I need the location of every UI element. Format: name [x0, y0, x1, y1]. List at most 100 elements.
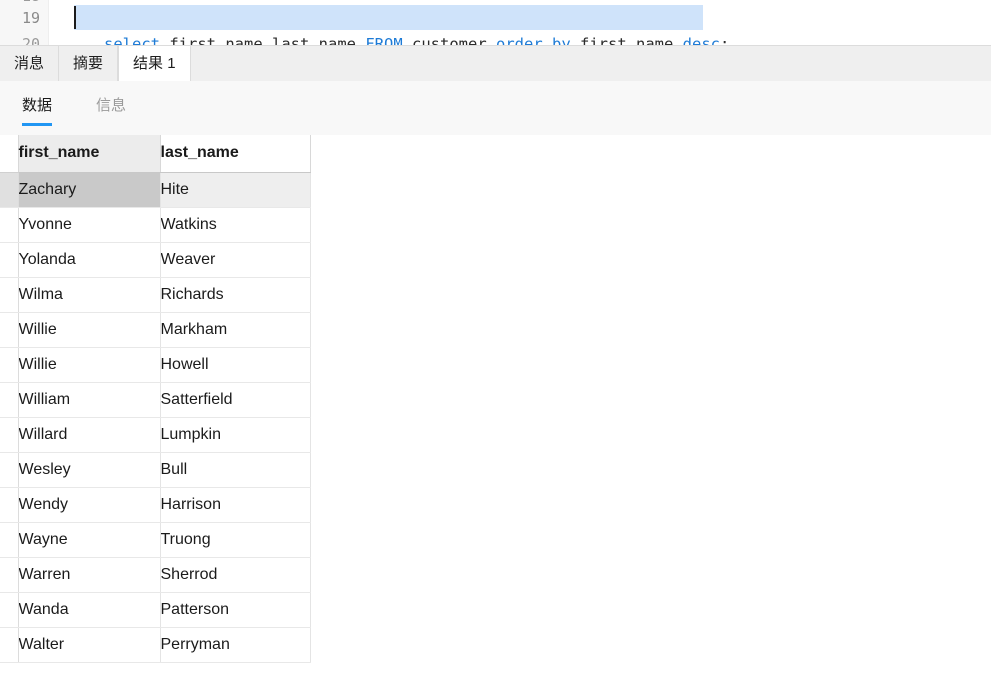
cell-value: Weaver [160, 250, 216, 268]
cell-value: Markham [160, 320, 228, 338]
table-cell-last_name[interactable]: Patterson [160, 592, 311, 628]
cell-value: Sherrod [160, 565, 218, 583]
sql-editor[interactable]: 18 19 20 select first_name,last_name FRO… [0, 0, 991, 45]
table-row[interactable]: Wendy Harrison [0, 487, 311, 523]
sql-token-9 [571, 35, 580, 45]
row-number-cell[interactable] [0, 487, 19, 523]
row-number-header[interactable] [0, 135, 19, 173]
table-cell-first_name[interactable]: Yvonne [18, 207, 161, 243]
table-row[interactable]: Warren Sherrod [0, 557, 311, 593]
table-row[interactable]: Wayne Truong [0, 522, 311, 558]
sql-token-13: ; [720, 35, 730, 45]
table-cell-last_name[interactable]: Lumpkin [160, 417, 311, 453]
sql-token-12: desc [682, 35, 720, 45]
table-cell-first_name[interactable]: William [18, 382, 161, 418]
table-cell-first_name[interactable]: Walter [18, 627, 161, 663]
cell-value: Wayne [18, 530, 68, 548]
sql-token-0: select [104, 35, 160, 45]
table-cell-last_name[interactable]: Bull [160, 452, 311, 488]
cell-value: Bull [160, 460, 188, 478]
cell-value: Patterson [160, 600, 229, 618]
row-number-cell[interactable] [0, 347, 19, 383]
sql-token-5 [403, 35, 412, 45]
table-row[interactable]: Yvonne Watkins [0, 207, 311, 243]
sql-token-2: first_name,last_name [169, 35, 356, 45]
table-row[interactable]: Wanda Patterson [0, 592, 311, 628]
cell-value: Watkins [160, 215, 217, 233]
table-cell-last_name[interactable]: Richards [160, 277, 311, 313]
table-cell-last_name[interactable]: Weaver [160, 242, 311, 278]
cell-value: Wendy [18, 495, 69, 513]
table-cell-first_name[interactable]: Wanda [18, 592, 161, 628]
sub-tab-0[interactable]: 数据 [22, 94, 53, 126]
result-tab-2[interactable]: 结果 1 [118, 46, 191, 83]
row-number-cell[interactable] [0, 452, 19, 488]
table-cell-first_name[interactable]: Warren [18, 557, 161, 593]
table-cell-last_name[interactable]: Hite [160, 172, 311, 208]
table-cell-first_name[interactable]: Willard [18, 417, 161, 453]
sub-tab-label: 数据 [22, 97, 53, 114]
table-cell-first_name[interactable]: Willie [18, 312, 161, 348]
row-number-cell[interactable] [0, 312, 19, 348]
table-row[interactable]: Yolanda Weaver [0, 242, 311, 278]
table-cell-last_name[interactable]: Harrison [160, 487, 311, 523]
cell-value: Yvonne [18, 215, 72, 233]
table-row[interactable]: Willie Howell [0, 347, 311, 383]
table-cell-first_name[interactable]: Wesley [18, 452, 161, 488]
table-cell-last_name[interactable]: Sherrod [160, 557, 311, 593]
sql-statement-text: select first_name,last_name FROM custome… [104, 26, 729, 45]
table-cell-first_name[interactable]: Zachary [18, 172, 161, 208]
result-tab-strip: 消息摘要结果 1 [0, 45, 991, 83]
row-number-cell[interactable] [0, 522, 19, 558]
table-cell-first_name[interactable]: Wayne [18, 522, 161, 558]
sub-tab-1[interactable]: 信息 [96, 94, 126, 123]
row-number-cell[interactable] [0, 592, 19, 628]
result-tab-1[interactable]: 摘要 [59, 46, 119, 82]
table-cell-first_name[interactable]: Wilma [18, 277, 161, 313]
cell-value: Richards [160, 285, 224, 303]
cell-value: Warren [18, 565, 71, 583]
row-number-cell[interactable] [0, 417, 19, 453]
row-number-cell[interactable] [0, 382, 19, 418]
sql-code-line[interactable]: select first_name,last_name FROM custome… [48, 0, 729, 45]
sql-token-8: order by [496, 35, 571, 45]
sql-token-7 [487, 35, 496, 45]
table-cell-last_name[interactable]: Perryman [160, 627, 311, 663]
cell-value: Howell [160, 355, 209, 373]
cell-value: Truong [160, 530, 211, 548]
cell-value: Wanda [18, 600, 69, 618]
sql-selection-highlight [74, 5, 704, 30]
table-cell-last_name[interactable]: Howell [160, 347, 311, 383]
table-cell-last_name[interactable]: Watkins [160, 207, 311, 243]
cell-value: Willie [18, 355, 57, 373]
table-cell-last_name[interactable]: Markham [160, 312, 311, 348]
column-header-label: last_name [160, 144, 239, 162]
table-cell-last_name[interactable]: Satterfield [160, 382, 311, 418]
row-number-cell[interactable] [0, 277, 19, 313]
sql-token-4: FROM [365, 35, 403, 45]
column-header-first_name[interactable]: first_name [18, 135, 161, 173]
table-cell-last_name[interactable]: Truong [160, 522, 311, 558]
column-header-last_name[interactable]: last_name [160, 135, 311, 173]
result-tab-0[interactable]: 消息 [0, 46, 60, 82]
table-cell-first_name[interactable]: Willie [18, 347, 161, 383]
cell-value: Yolanda [18, 250, 76, 268]
cell-value: Hite [160, 180, 189, 198]
row-number-cell[interactable] [0, 207, 19, 243]
row-number-cell[interactable] [0, 557, 19, 593]
row-number-cell[interactable] [0, 627, 19, 663]
table-cell-first_name[interactable]: Wendy [18, 487, 161, 523]
table-cell-first_name[interactable]: Yolanda [18, 242, 161, 278]
row-number-cell[interactable] [0, 242, 19, 278]
row-number-cell[interactable] [0, 172, 19, 208]
